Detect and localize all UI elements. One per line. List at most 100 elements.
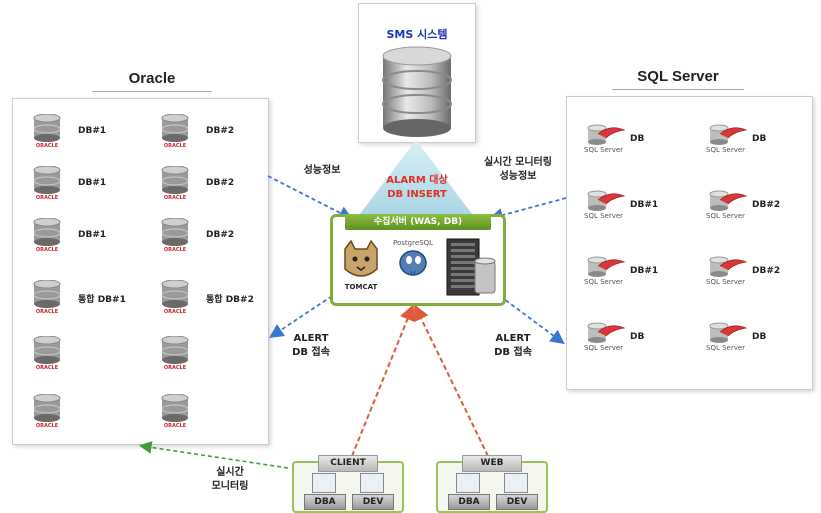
- oracle-brand-label: ORACLE: [163, 365, 187, 371]
- web-group: WEB DBA DEV: [436, 455, 548, 513]
- sqlserver-db-icon: [584, 124, 626, 158]
- sqlserver-db-label: DB#1: [630, 200, 659, 210]
- sqlserver-db-icon: [706, 256, 748, 290]
- arrow-web-to-collector: [414, 304, 489, 457]
- oracle-db-label: 통합 DB#2: [206, 295, 254, 305]
- collector-server-title: 수집서버 (WAS, DB): [345, 214, 491, 230]
- client-tag: CLIENT: [318, 455, 378, 472]
- sqlserver-db-label: DB#1: [630, 266, 659, 276]
- sqlserver-brand-label: SQL Server: [706, 146, 746, 154]
- oracle-db-icon: [160, 217, 190, 252]
- sqlserver-brand-label: SQL Server: [706, 278, 746, 286]
- alert-left-line2: DB 접속: [292, 347, 330, 358]
- sqlserver-db-label: DB: [752, 134, 767, 144]
- oracle-brand-label: ORACLE: [35, 309, 59, 315]
- monitor-icon: [360, 473, 384, 493]
- sqlserver-db-icon: [706, 124, 748, 158]
- oracle-brand-label: ORACLE: [35, 143, 59, 149]
- alert-left-line1: ALERT: [293, 333, 329, 344]
- pc-dba: DBA: [448, 471, 490, 510]
- sqlserver-brand-label: SQL Server: [584, 344, 624, 352]
- oracle-panel: [12, 98, 269, 445]
- collector-server-box: 수집서버 (WAS, DB) TOMCAT PostgreSQL: [330, 214, 506, 306]
- arrow-oracle-to-collector: [267, 175, 354, 220]
- pc-label: DBA: [304, 494, 346, 510]
- monitor-icon: [504, 473, 528, 493]
- database-icon: [382, 46, 452, 137]
- oracle-db-icon: [32, 393, 62, 428]
- arrow-collector-to-oracle: [269, 295, 333, 338]
- tomcat-label: TOMCAT: [344, 283, 378, 291]
- oracle-db-label: DB#1: [78, 230, 107, 240]
- sqlserver-db-icon: [706, 322, 748, 356]
- alarm-triangle: [360, 140, 472, 214]
- alarm-label-line2: DB INSERT: [387, 189, 447, 200]
- oracle-db-label: 통합 DB#1: [78, 295, 126, 305]
- sqlserver-brand-label: SQL Server: [706, 212, 746, 220]
- arrow-client-to-collector: [351, 304, 415, 457]
- arrow-sqlserver-to-collector: [488, 197, 567, 223]
- sqlserver-brand-label: SQL Server: [584, 278, 624, 286]
- pc-dev: DEV: [352, 471, 394, 510]
- sms-system-box: SMS 시스템: [358, 3, 476, 143]
- pc-label: DBA: [448, 494, 490, 510]
- oracle-brand-label: ORACLE: [163, 247, 187, 253]
- sqlserver-db-icon: [584, 322, 626, 356]
- sqlserver-db-label: DB: [752, 332, 767, 342]
- perf-info-left: 성능정보: [303, 165, 341, 176]
- oracle-brand-label: ORACLE: [35, 247, 59, 253]
- postgres-label: PostgreSQL: [393, 239, 433, 247]
- oracle-brand-label: ORACLE: [163, 195, 187, 201]
- sqlserver-title: SQL Server: [612, 68, 744, 90]
- alert-right-line1: ALERT: [495, 333, 531, 344]
- arrow-collector-to-sqlserver: [499, 295, 565, 345]
- pc-label: DEV: [352, 494, 394, 510]
- oracle-db-label: DB#1: [78, 178, 107, 188]
- arrow-client-to-oracle: [138, 441, 289, 469]
- monitor-icon: [456, 473, 480, 493]
- oracle-title: Oracle: [92, 70, 212, 92]
- oracle-brand-label: ORACLE: [35, 423, 59, 429]
- sqlserver-db-icon: [584, 256, 626, 290]
- oracle-brand-label: ORACLE: [163, 309, 187, 315]
- sqlserver-db-icon: [584, 190, 626, 224]
- postgresql-icon: [399, 250, 427, 276]
- pc-dba: DBA: [304, 471, 346, 510]
- web-tag: WEB: [462, 455, 522, 472]
- oracle-db-label: DB#2: [206, 126, 235, 136]
- oracle-brand-label: ORACLE: [163, 423, 187, 429]
- client-group: CLIENT DBA DEV: [292, 455, 404, 513]
- sqlserver-panel: [566, 96, 813, 390]
- oracle-db-label: DB#2: [206, 230, 235, 240]
- oracle-brand-label: ORACLE: [35, 365, 59, 371]
- monitor-icon: [312, 473, 336, 493]
- oracle-db-icon: [160, 279, 190, 314]
- perf-info-right-line2: 성능정보: [499, 171, 537, 182]
- alarm-label-line1: ALARM 대상: [386, 175, 448, 186]
- realtime-monitoring-line2: 모니터링: [211, 481, 249, 492]
- sms-system-title: SMS 시스템: [386, 28, 448, 41]
- perf-info-right-line1: 실시간 모니터링: [484, 157, 552, 168]
- oracle-db-icon: [32, 335, 62, 370]
- oracle-db-icon: [160, 113, 190, 148]
- sqlserver-db-label: DB: [630, 134, 645, 144]
- server-rack-icon: [446, 238, 496, 296]
- sqlserver-brand-label: SQL Server: [706, 344, 746, 352]
- oracle-db-icon: [32, 217, 62, 252]
- oracle-db-label: DB#1: [78, 126, 107, 136]
- oracle-db-icon: [32, 165, 62, 200]
- tomcat-icon: [344, 239, 378, 277]
- pc-label: DEV: [496, 494, 538, 510]
- oracle-db-icon: [160, 335, 190, 370]
- sqlserver-db-label: DB: [630, 332, 645, 342]
- sqlserver-db-label: DB#2: [752, 200, 781, 210]
- oracle-db-icon: [160, 165, 190, 200]
- sqlserver-db-label: DB#2: [752, 266, 781, 276]
- alert-right-line2: DB 접속: [494, 347, 532, 358]
- oracle-db-icon: [32, 279, 62, 314]
- sqlserver-brand-label: SQL Server: [584, 212, 624, 220]
- oracle-db-icon: [32, 113, 62, 148]
- sqlserver-brand-label: SQL Server: [584, 146, 624, 154]
- oracle-db-icon: [160, 393, 190, 428]
